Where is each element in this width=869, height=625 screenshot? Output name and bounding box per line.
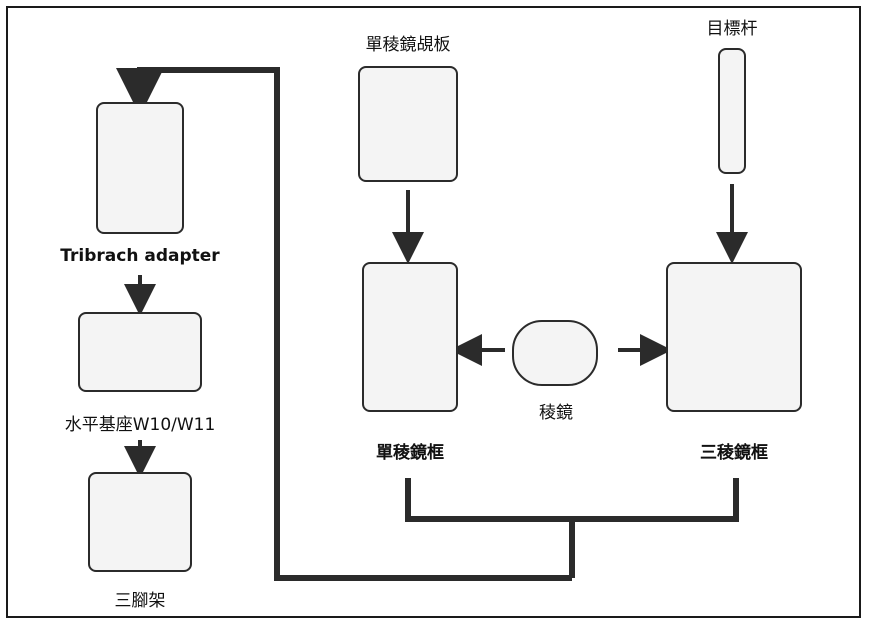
tripod-shape <box>88 472 192 572</box>
single-prism-holder-shape <box>362 262 458 412</box>
holder-join-line <box>405 478 739 522</box>
tribrach-adapter-shape <box>96 102 184 234</box>
label-tribrach-adapter: Tribrach adapter <box>60 246 220 266</box>
label-target-pole: 目標杆 <box>706 19 758 39</box>
label-tripod: 三腳架 <box>114 591 166 611</box>
label-tribrach: 水平基座W10/W11 <box>64 415 216 435</box>
label-single-prism-holder: 單稜鏡框 <box>376 443 444 463</box>
label-triple-prism-holder: 三稜鏡框 <box>700 443 768 463</box>
prism-shape <box>512 320 598 386</box>
tribrach-shape <box>78 312 202 392</box>
target-pole-shape <box>718 48 746 174</box>
return-loop-line <box>116 67 572 581</box>
label-prism: 稜鏡 <box>539 403 573 423</box>
triple-prism-holder-shape <box>666 262 802 412</box>
single-prism-target-shape <box>358 66 458 182</box>
label-single-prism-target: 單稜鏡覘板 <box>365 35 451 55</box>
